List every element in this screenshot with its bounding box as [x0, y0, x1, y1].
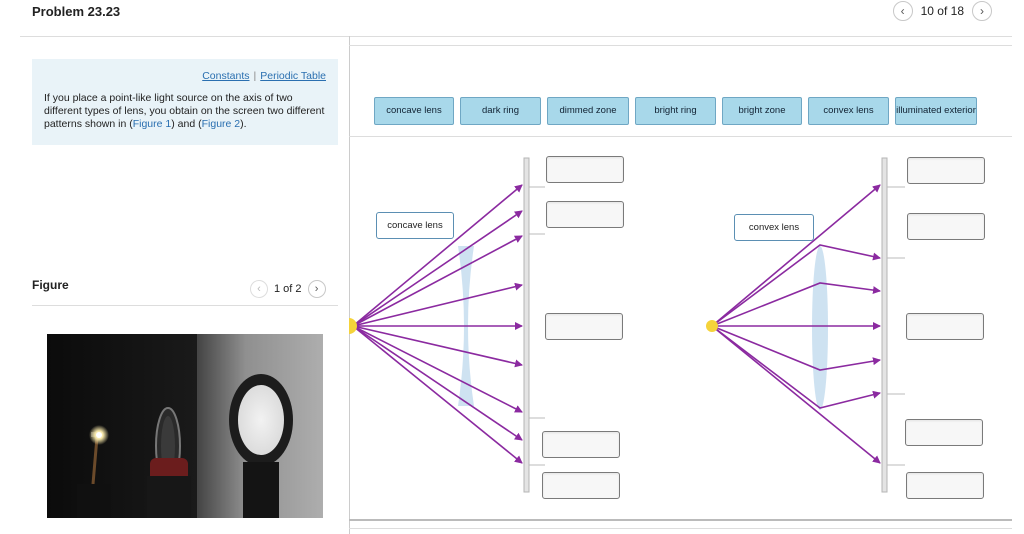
right-screen: [881, 157, 888, 493]
previous-problem-button[interactable]: ‹: [892, 1, 913, 21]
chevron-right-icon: ›: [980, 4, 984, 18]
panel-bottom-rule-2: [349, 528, 1012, 529]
link-separator: |: [253, 70, 257, 82]
placed-label-convex-lens[interactable]: convex lens: [734, 214, 814, 241]
next-figure-button[interactable]: ›: [307, 280, 326, 298]
drop-target-right-4[interactable]: [905, 419, 983, 446]
drop-target-right-5[interactable]: [906, 472, 984, 499]
statement-text-3: ).: [240, 118, 247, 131]
drop-target-left-5[interactable]: [542, 472, 620, 499]
resource-links: Constants|Periodic Table: [44, 70, 326, 83]
next-problem-button[interactable]: ›: [972, 1, 992, 21]
chevron-left-icon: ‹: [257, 283, 261, 295]
drop-target-left-2[interactable]: [546, 201, 624, 228]
drop-target-left-1[interactable]: [546, 156, 624, 183]
convex-lens-shape: [812, 246, 828, 410]
header-divider: [20, 36, 1012, 37]
left-screen: [523, 157, 530, 493]
figure-divider: [32, 305, 338, 306]
drop-target-right-2[interactable]: [907, 213, 985, 240]
drop-target-right-1[interactable]: [907, 157, 985, 184]
placed-label-concave-lens[interactable]: concave lens: [376, 212, 454, 239]
label-chip-bright-ring[interactable]: bright ring: [635, 97, 716, 125]
label-chip-dimmed-zone[interactable]: dimmed zone: [547, 97, 629, 125]
panel-divider: [349, 36, 350, 534]
drop-target-right-3[interactable]: [906, 313, 984, 340]
periodic-table-link[interactable]: Periodic Table: [260, 70, 326, 82]
figure-2-link[interactable]: Figure 2: [201, 118, 241, 131]
figure-page-indicator: 1 of 2: [274, 283, 302, 295]
label-bank-divider: [349, 136, 1012, 137]
problem-intro-box: Constants|Periodic Table If you place a …: [32, 59, 338, 145]
problem-statement: If you place a point-like light source o…: [44, 92, 326, 131]
lens-experiment-photo: [47, 334, 323, 518]
panel-top-rule: [349, 45, 1012, 46]
chevron-left-icon: ‹: [900, 4, 905, 18]
problem-page-indicator: 10 of 18: [920, 4, 964, 18]
drop-target-left-3[interactable]: [545, 313, 623, 340]
statement-text-1: If you place a point-like light source o…: [44, 92, 325, 131]
label-chip-convex-lens[interactable]: convex lens: [808, 97, 889, 125]
previous-figure-button[interactable]: ‹: [250, 280, 268, 298]
label-chip-dark-ring[interactable]: dark ring: [460, 97, 541, 125]
left-light-source-icon: [349, 318, 357, 334]
problem-title: Problem 23.23: [32, 4, 121, 19]
chevron-right-icon: ›: [314, 283, 319, 295]
figure-navigation: ‹ 1 of 2 ›: [250, 280, 326, 298]
panel-bottom-rule: [349, 519, 1012, 521]
drop-target-left-4[interactable]: [542, 431, 620, 458]
constants-link[interactable]: Constants: [202, 70, 250, 82]
problem-navigation: ‹ 10 of 18 ›: [892, 1, 992, 21]
label-chip-bright-zone[interactable]: bright zone: [722, 97, 802, 125]
label-chip-concave-lens[interactable]: concave lens: [374, 97, 454, 125]
convex-lens-setup: [706, 157, 905, 493]
concave-lens-setup: [349, 157, 545, 493]
figure-heading: Figure: [32, 278, 69, 292]
figure-1-link[interactable]: Figure 1: [132, 118, 172, 131]
label-chip-illuminated-exterior[interactable]: illuminated exterior: [895, 97, 977, 125]
statement-text-2: ) and (: [171, 118, 202, 131]
right-light-source-icon: [706, 320, 718, 332]
